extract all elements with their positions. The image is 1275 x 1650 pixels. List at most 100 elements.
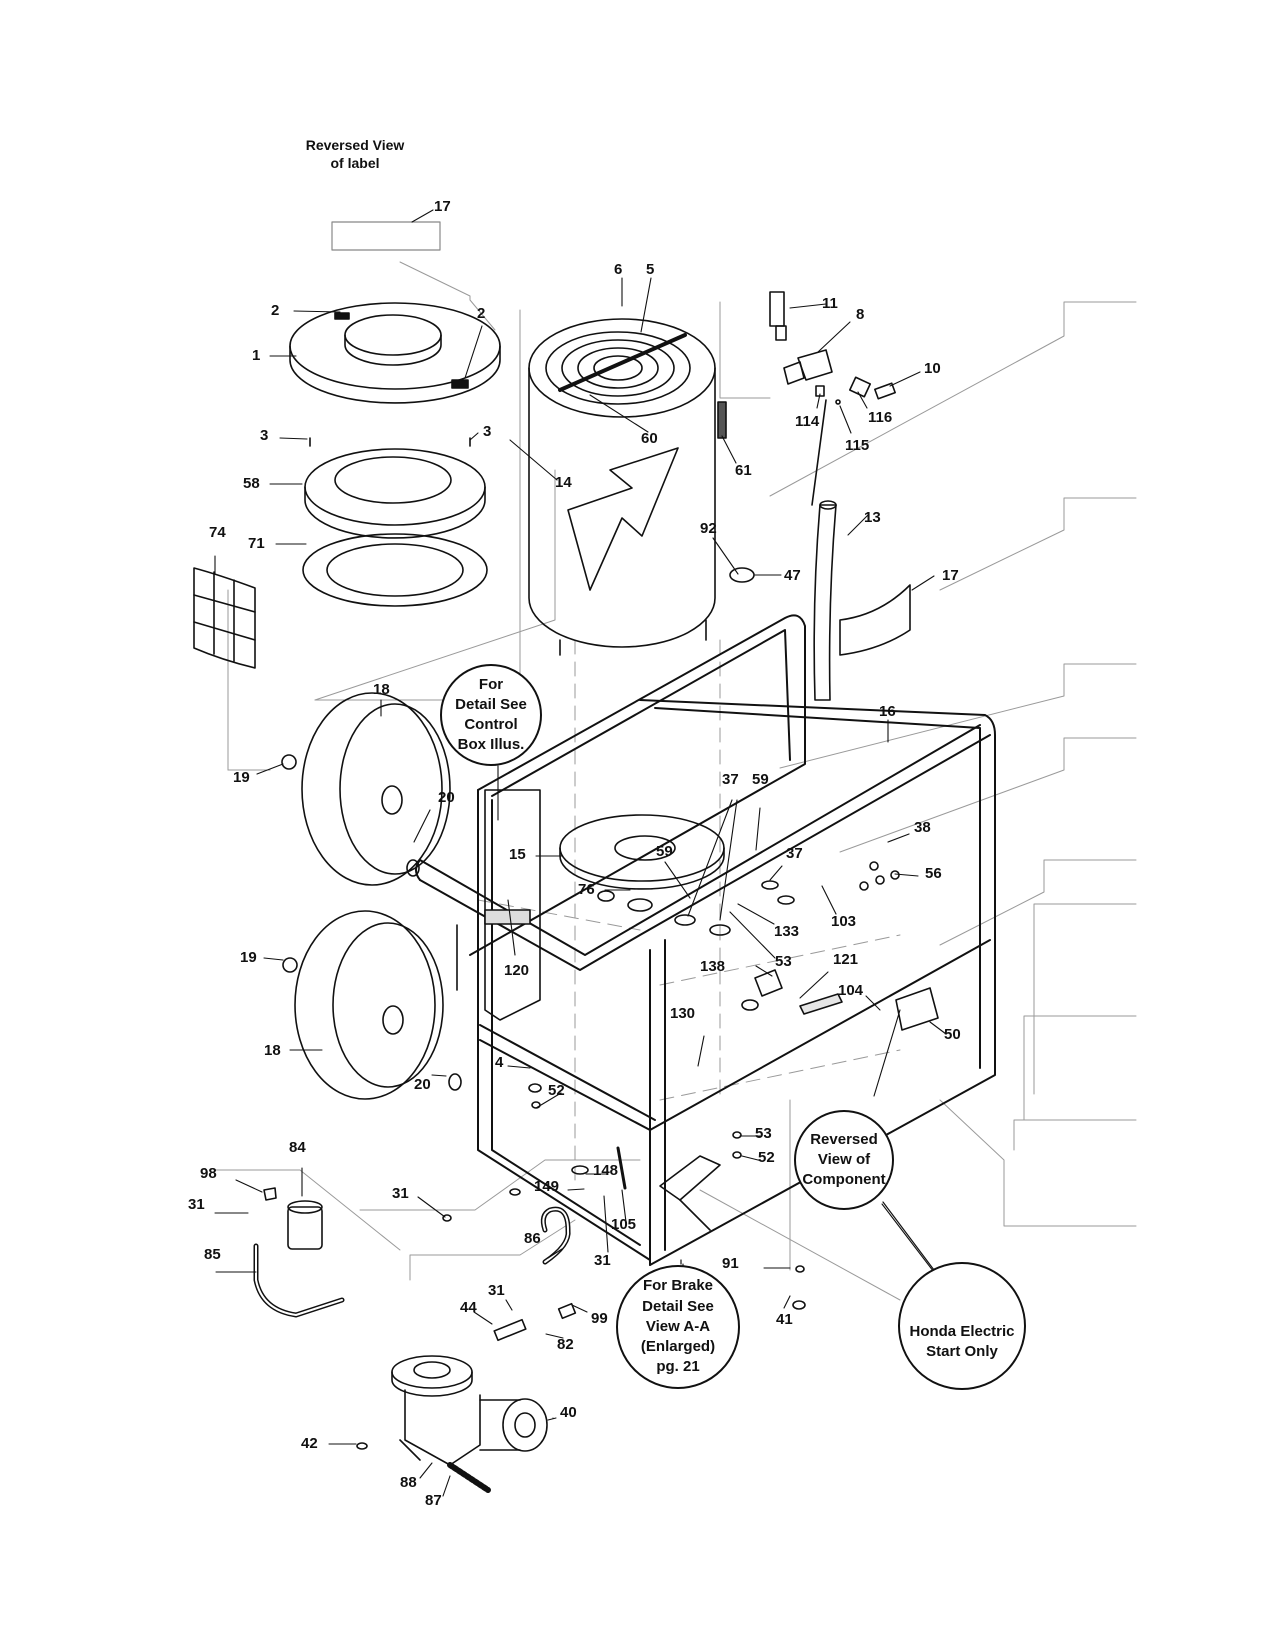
reversed-component-line-3: Component xyxy=(802,1171,886,1189)
callout-37-right: 37 xyxy=(786,845,803,862)
callout-99: 99 xyxy=(591,1310,608,1327)
callout-16: 16 xyxy=(879,703,896,720)
callout-120: 120 xyxy=(504,962,530,979)
callout-19-bottom: 19 xyxy=(240,949,257,966)
callout-15: 15 xyxy=(509,846,526,863)
callout-52-right: 52 xyxy=(758,1149,775,1166)
control-box-line-4: Box Illus. xyxy=(457,736,525,754)
callout-98: 98 xyxy=(200,1165,217,1182)
callout-84: 84 xyxy=(289,1139,306,1156)
callout-59-left: 59 xyxy=(656,843,673,860)
valve-fittings xyxy=(769,291,896,405)
callout-121: 121 xyxy=(833,951,859,968)
control-box xyxy=(456,789,541,1021)
callout-52-left: 52 xyxy=(548,1082,565,1099)
callout-92: 92 xyxy=(700,520,717,537)
callout-20-top: 20 xyxy=(438,789,455,806)
wheel-lower xyxy=(282,910,462,1100)
control-box-line-2: Detail See xyxy=(455,695,527,713)
label-rectangle xyxy=(331,221,441,251)
callout-41: 41 xyxy=(776,1311,793,1328)
brake-detail-bubble: For Brake Detail See View A-A (Enlarged)… xyxy=(616,1265,740,1389)
callout-87: 87 xyxy=(425,1492,442,1509)
coil-drum xyxy=(528,318,755,656)
callout-38: 38 xyxy=(914,819,931,836)
callout-91: 91 xyxy=(722,1255,739,1272)
callout-60: 60 xyxy=(641,430,658,447)
callout-31-middle: 31 xyxy=(594,1252,611,1269)
bubble-connectors xyxy=(680,1201,941,1279)
callout-59-right: 59 xyxy=(752,771,769,788)
callout-3-left: 3 xyxy=(260,427,269,444)
callout-56: 56 xyxy=(925,865,942,882)
brake-detail-line-2: Detail See xyxy=(642,1297,714,1315)
callout-37-left: 37 xyxy=(722,771,739,788)
callout-31-lower: 31 xyxy=(488,1282,505,1299)
brake-pedal xyxy=(659,1155,721,1231)
coolant-hose xyxy=(540,1206,571,1265)
callout-2-left: 2 xyxy=(271,302,280,319)
pump-assembly xyxy=(391,1302,577,1493)
honda-line-2: Start Only xyxy=(926,1342,998,1360)
callout-116: 116 xyxy=(868,409,893,426)
brake-detail-line-4: (Enlarged) xyxy=(640,1338,716,1356)
burner-plate xyxy=(559,814,725,912)
insulation-ring xyxy=(304,437,486,539)
reversed-label-note: Reversed View of label xyxy=(292,137,418,172)
callout-105: 105 xyxy=(611,1216,637,1233)
callout-40: 40 xyxy=(560,1404,577,1421)
callout-44: 44 xyxy=(460,1299,477,1316)
honda-line-1: Honda Electric xyxy=(909,1322,1015,1340)
reversed-component-bubble: Reversed View of Component xyxy=(794,1110,894,1210)
honda-electric-bubble: Honda Electric Start Only xyxy=(898,1262,1026,1390)
reversed-component-line-2: View of xyxy=(817,1150,871,1168)
callout-17-top: 17 xyxy=(434,198,451,215)
callout-61: 61 xyxy=(735,462,752,479)
callout-11: 11 xyxy=(822,295,838,312)
callout-86: 86 xyxy=(524,1230,541,1247)
reversed-label-line-1: Reversed View xyxy=(305,137,405,153)
callout-2-right: 2 xyxy=(477,305,486,322)
gasket-ring xyxy=(302,533,488,607)
callout-14: 14 xyxy=(555,474,572,491)
callout-74: 74 xyxy=(209,524,226,541)
callout-71: 71 xyxy=(248,535,265,552)
control-box-line-3: Control xyxy=(464,716,518,733)
control-box-line-1: For xyxy=(478,675,504,693)
callout-114: 114 xyxy=(795,413,820,430)
callout-1: 1 xyxy=(252,347,261,364)
fuel-filter xyxy=(253,1187,345,1318)
callout-47: 47 xyxy=(784,567,801,584)
callout-88: 88 xyxy=(400,1474,417,1491)
reversed-label-line-2: of label xyxy=(330,154,380,171)
hose xyxy=(811,399,837,701)
brake-detail-line-5: pg. 21 xyxy=(656,1358,700,1376)
callout-148: 148 xyxy=(593,1162,619,1179)
callout-18-top: 18 xyxy=(373,681,390,698)
callout-8: 8 xyxy=(856,306,865,323)
callout-20-bottom: 20 xyxy=(414,1076,431,1093)
wheel-upper xyxy=(281,692,451,886)
projection-lines xyxy=(214,261,1137,1301)
callout-4: 4 xyxy=(495,1054,504,1071)
leader-lines xyxy=(214,209,947,1497)
callout-133: 133 xyxy=(774,923,800,940)
callout-13: 13 xyxy=(864,509,881,526)
callout-31-upper: 31 xyxy=(392,1185,409,1202)
callout-19-top: 19 xyxy=(233,769,250,786)
callout-50: 50 xyxy=(944,1026,961,1043)
callout-115: 115 xyxy=(845,437,870,454)
reversed-component-line-1: Reversed xyxy=(810,1130,878,1148)
callout-5: 5 xyxy=(646,261,655,278)
curved-decal xyxy=(839,584,911,656)
decal-sheet xyxy=(193,567,256,669)
callout-76: 76 xyxy=(578,881,595,898)
burner-top-cap xyxy=(289,302,501,404)
callout-58: 58 xyxy=(243,475,260,492)
control-box-bubble: For Detail See Control Box Illus. xyxy=(440,664,542,766)
callout-130: 130 xyxy=(670,1005,696,1022)
brake-detail-line-3: View A-A xyxy=(645,1317,711,1335)
callout-18-bottom: 18 xyxy=(264,1042,281,1059)
callout-82: 82 xyxy=(557,1336,574,1353)
